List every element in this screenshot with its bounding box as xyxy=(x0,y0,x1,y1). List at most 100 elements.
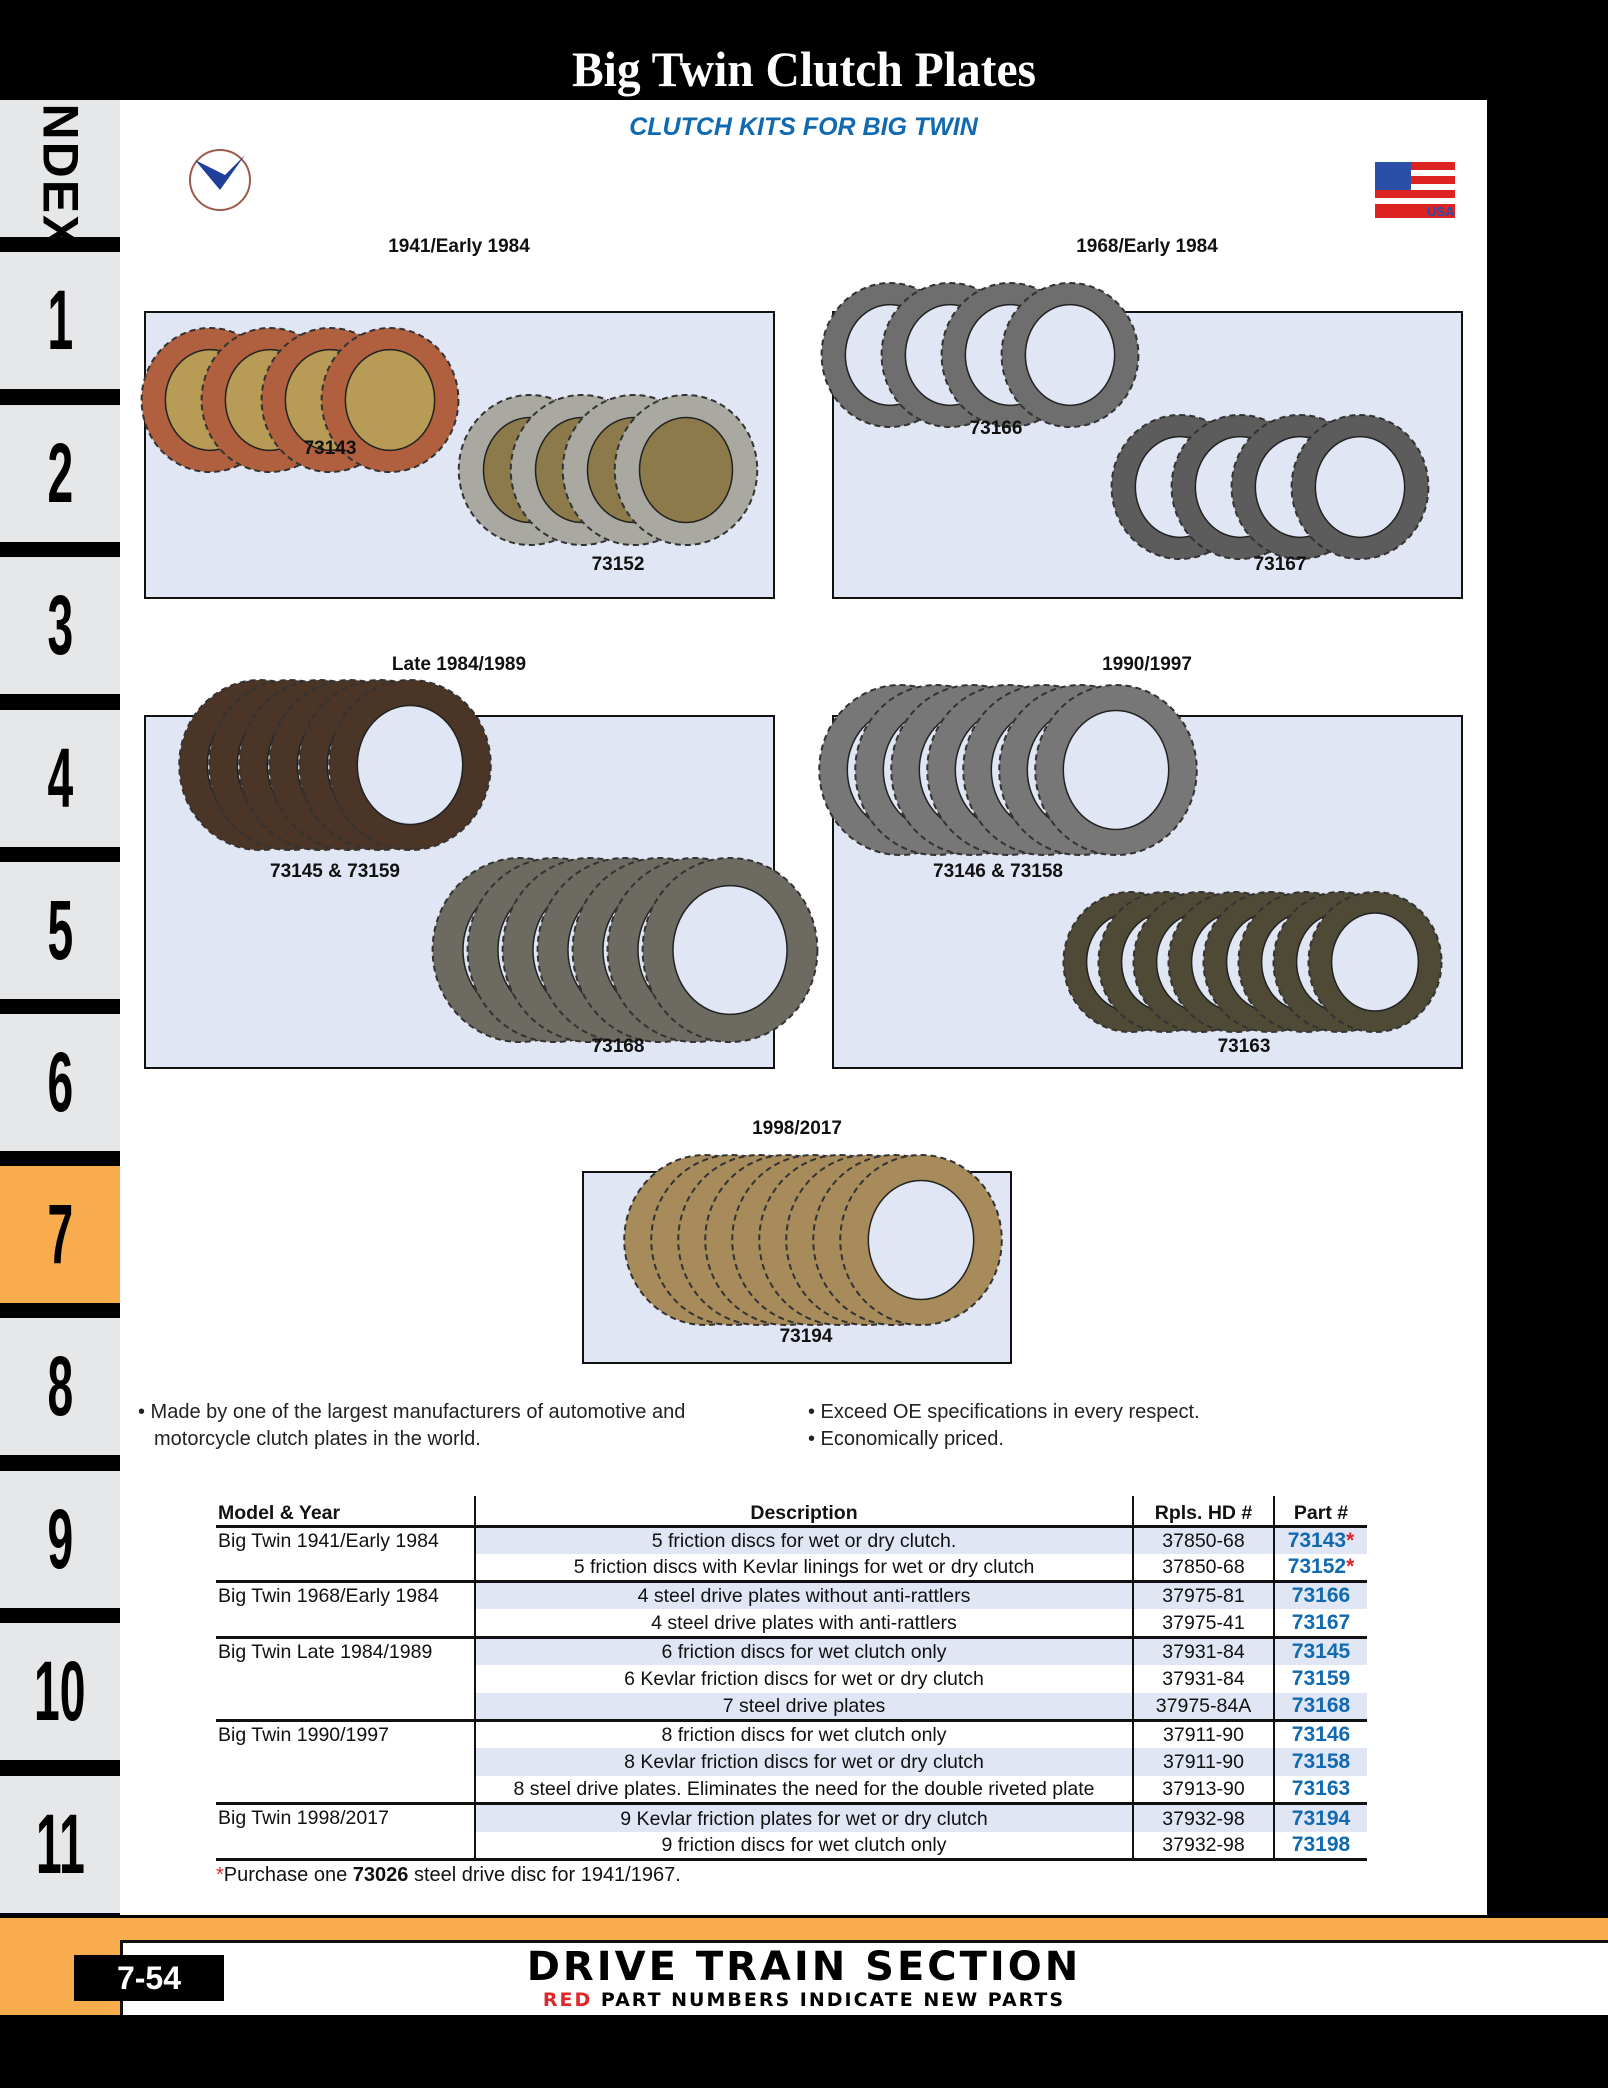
footnote-part: 73026 xyxy=(352,1864,409,1886)
panel-label: Late 1984/1989 xyxy=(391,654,527,675)
subtitle: CLUTCH KITS FOR BIG TWIN xyxy=(629,113,978,141)
tab-8[interactable]: 8 xyxy=(0,1318,120,1455)
clutch-disc xyxy=(641,857,819,1043)
model-cell: Big Twin 1990/1997 xyxy=(216,1720,476,1749)
part-number-link[interactable]: 73143 xyxy=(1287,1528,1347,1552)
footnote: *Purchase one 73026 steel drive disc for… xyxy=(216,1864,681,1887)
asterisk: * xyxy=(1346,1554,1355,1578)
part-number-link[interactable]: 73159 xyxy=(1291,1666,1351,1690)
tab-label: 9 xyxy=(47,1492,73,1586)
tab-2[interactable]: 2 xyxy=(0,405,120,542)
part-number-cell[interactable]: 73167 xyxy=(1274,1609,1367,1639)
model-cell xyxy=(216,1831,476,1862)
part-number-label: 73167 xyxy=(1253,554,1307,575)
description-cell: 8 friction discs for wet clutch only xyxy=(475,1720,1134,1749)
bullet-text: • Exceed OE specifications in every resp… xyxy=(808,1401,1200,1423)
clutch-disc xyxy=(320,327,460,473)
description-cell: 9 Kevlar friction plates for wet or dry … xyxy=(475,1803,1134,1832)
model-cell xyxy=(216,1692,476,1723)
part-number-cell[interactable]: 73163 xyxy=(1274,1776,1367,1806)
col-model: Model & Year xyxy=(216,1496,476,1528)
model-cell xyxy=(216,1776,476,1806)
part-number-link[interactable]: 73194 xyxy=(1291,1806,1351,1830)
description-cell: 5 friction discs with Kevlar linings for… xyxy=(475,1553,1134,1584)
clutch-disc xyxy=(613,394,759,546)
table-row: 7 steel drive plates 37975-84A 73168 xyxy=(216,1692,1367,1723)
part-number-label: 73152 xyxy=(591,554,645,575)
tab-10[interactable]: 10 xyxy=(0,1623,120,1760)
hd-number-cell: 37932-98 xyxy=(1133,1803,1275,1832)
red-word: RED xyxy=(542,1989,593,2011)
part-number-cell[interactable]: 73159 xyxy=(1274,1665,1367,1693)
part-number-cell[interactable]: 73152* xyxy=(1274,1553,1367,1584)
tab-9[interactable]: 9 xyxy=(0,1471,120,1608)
part-number-cell[interactable]: 73146 xyxy=(1274,1721,1367,1749)
tab-11[interactable]: 11 xyxy=(0,1776,120,1913)
tab-5[interactable]: 5 xyxy=(0,862,120,999)
table-row: Big Twin 1990/1997 8 friction discs for … xyxy=(216,1720,1367,1749)
part-number-link[interactable]: 73166 xyxy=(1291,1584,1351,1608)
part-number-link[interactable]: 73168 xyxy=(1291,1693,1351,1717)
part-number-label: 73194 xyxy=(779,1326,833,1347)
part-number-link[interactable]: 73167 xyxy=(1291,1610,1351,1634)
part-number-link[interactable]: 73146 xyxy=(1291,1723,1351,1747)
part-number-link[interactable]: 73198 xyxy=(1291,1832,1351,1856)
table-row: 8 Kevlar friction discs for wet or dry c… xyxy=(216,1748,1367,1777)
bullet-text: • Made by one of the largest manufacture… xyxy=(138,1401,686,1423)
model-cell: Big Twin 1998/2017 xyxy=(216,1803,476,1832)
part-number-cell[interactable]: 73145 xyxy=(1274,1637,1367,1665)
part-number-link[interactable]: 73152 xyxy=(1287,1554,1347,1578)
part-number-link[interactable]: 73145 xyxy=(1291,1639,1351,1663)
description-cell: 6 Kevlar friction discs for wet or dry c… xyxy=(475,1664,1134,1693)
table-row: 6 Kevlar friction discs for wet or dry c… xyxy=(216,1664,1367,1693)
tab-label: 11 xyxy=(35,1797,85,1891)
part-number-link[interactable]: 73158 xyxy=(1291,1750,1351,1774)
asterisk: * xyxy=(216,1864,224,1886)
part-number-link[interactable]: 73163 xyxy=(1291,1777,1351,1801)
panel-label: 1998/2017 xyxy=(752,1118,842,1139)
hd-number-cell: 37850-68 xyxy=(1133,1526,1275,1554)
hd-number-cell: 37931-84 xyxy=(1133,1664,1275,1693)
tab-label: 4 xyxy=(47,731,73,825)
tab-index[interactable]: INDEX xyxy=(0,87,120,250)
table-row: Big Twin Late 1984/1989 6 friction discs… xyxy=(216,1637,1367,1665)
tab-6[interactable]: 6 xyxy=(0,1014,120,1151)
clutch-disc xyxy=(1000,282,1140,428)
tab-3[interactable]: 3 xyxy=(0,557,120,694)
part-number-label: 73163 xyxy=(1217,1036,1271,1057)
tab-4[interactable]: 4 xyxy=(0,710,120,847)
panel-label: 1990/1997 xyxy=(1102,654,1192,675)
part-number-label: 73143 xyxy=(303,438,357,459)
tab-7[interactable]: 7 xyxy=(0,1156,120,1313)
bullet-text: • Economically priced. xyxy=(808,1428,1004,1450)
model-cell xyxy=(216,1553,476,1584)
hd-number-cell: 37913-90 xyxy=(1133,1776,1275,1806)
tab-label: 5 xyxy=(47,883,73,977)
asterisk: * xyxy=(1346,1528,1355,1552)
part-number-cell[interactable]: 73143* xyxy=(1274,1526,1367,1554)
tab-label: 1 xyxy=(47,273,73,367)
part-number-cell[interactable]: 73168 xyxy=(1274,1692,1367,1723)
tab-1[interactable]: 1 xyxy=(0,252,120,389)
page-number: 7-54 xyxy=(74,1955,224,2001)
model-cell xyxy=(216,1609,476,1639)
bullets-left: • Made by one of the largest manufacture… xyxy=(138,1399,685,1453)
part-number-cell[interactable]: 73166 xyxy=(1274,1581,1367,1610)
model-cell xyxy=(216,1748,476,1777)
model-cell: Big Twin Late 1984/1989 xyxy=(216,1637,476,1665)
eagle-icon xyxy=(195,155,245,190)
panel-label: 1941/Early 1984 xyxy=(388,236,530,257)
page-title: Big Twin Clutch Plates xyxy=(571,41,1037,97)
hd-number-cell: 37975-84A xyxy=(1133,1692,1275,1723)
note-text: PART NUMBERS INDICATE NEW PARTS xyxy=(592,1989,1066,2011)
part-number-cell[interactable]: 73194 xyxy=(1274,1803,1367,1832)
hd-number-cell: 37975-81 xyxy=(1133,1581,1275,1610)
part-number-cell[interactable]: 73198 xyxy=(1274,1831,1367,1862)
bullets-right: • Exceed OE specifications in every resp… xyxy=(808,1399,1200,1453)
col-description: Description xyxy=(475,1496,1134,1528)
clutch-disc xyxy=(1290,414,1430,560)
part-number-cell[interactable]: 73158 xyxy=(1274,1748,1367,1777)
